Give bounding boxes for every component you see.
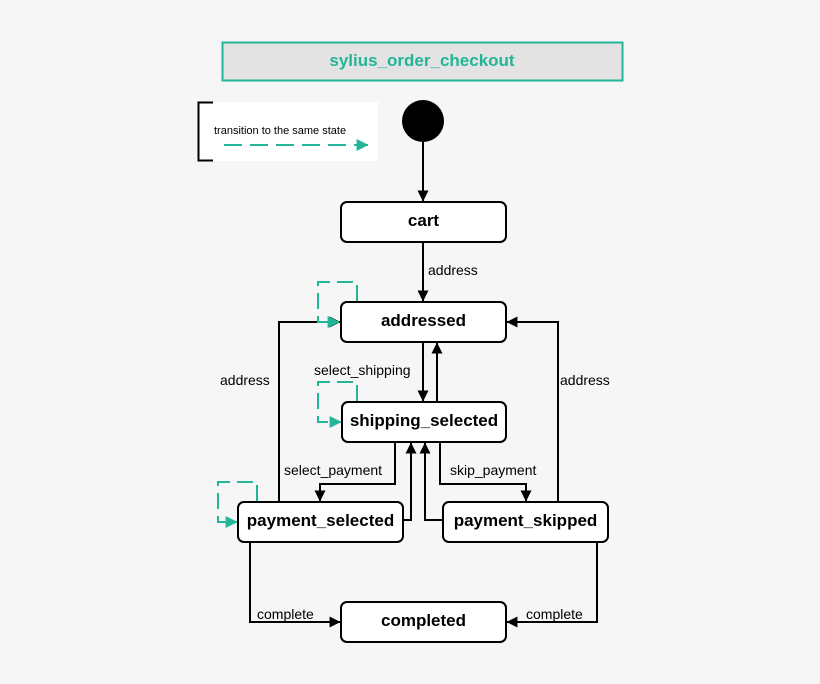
label-payment-selected-to-addressed: address (220, 372, 270, 388)
state-addressed: addressed (340, 301, 507, 343)
state-label-shipping-selected: shipping_selected (350, 411, 498, 430)
edge-payment-selected-to-shipping (404, 442, 417, 521)
label-shipping-to-payment-selected: select_payment (284, 462, 382, 478)
legend: transition to the same state (197, 101, 378, 162)
state-label-cart: cart (408, 211, 440, 230)
label-addressed-to-shipping: select_shipping (314, 362, 411, 378)
state-label-addressed: addressed (381, 311, 466, 330)
edge-payment-skipped-to-shipping (419, 442, 443, 521)
state-payment-selected: payment_selected (237, 501, 404, 543)
legend-label: transition to the same state (214, 125, 346, 137)
self-loops (217, 281, 358, 528)
state-label-payment-selected: payment_selected (247, 511, 394, 530)
label-payment-skipped-to-completed: complete (526, 606, 583, 622)
edge-payment-skipped-to-addressed (506, 316, 559, 501)
state-completed: completed (340, 601, 507, 643)
label-payment-selected-to-completed: complete (257, 606, 314, 622)
edge-payment-skipped-to-completed (506, 542, 598, 628)
edge-shipping-to-payment-selected (314, 442, 396, 502)
state-label-payment-skipped: payment_skipped (454, 511, 598, 530)
state-shipping-selected: shipping_selected (341, 401, 507, 443)
legend-bracket (197, 101, 213, 162)
state-cart: cart (340, 201, 507, 243)
label-cart-to-addressed: address (428, 262, 478, 278)
edge-payment-selected-to-completed (249, 542, 341, 628)
label-payment-skipped-to-addressed: address (560, 372, 610, 388)
label-shipping-to-payment-skipped: skip_payment (450, 462, 536, 478)
edge-shipping-to-payment-skipped (439, 442, 532, 502)
self-loop-addressed (317, 281, 358, 328)
self-loop-shipping-selected (317, 381, 358, 428)
diagram-title: sylius_order_checkout (329, 51, 515, 70)
state-label-completed: completed (381, 611, 466, 630)
state-payment-skipped: payment_skipped (442, 501, 609, 543)
diagram-title-box: sylius_order_checkout (221, 41, 624, 82)
state-nodes: cart addressed shipping_selected payment… (237, 201, 609, 643)
transition-labels: address select_shipping select_payment s… (220, 262, 610, 622)
self-loop-payment-selected (217, 481, 258, 528)
initial-state-dot (402, 100, 444, 142)
